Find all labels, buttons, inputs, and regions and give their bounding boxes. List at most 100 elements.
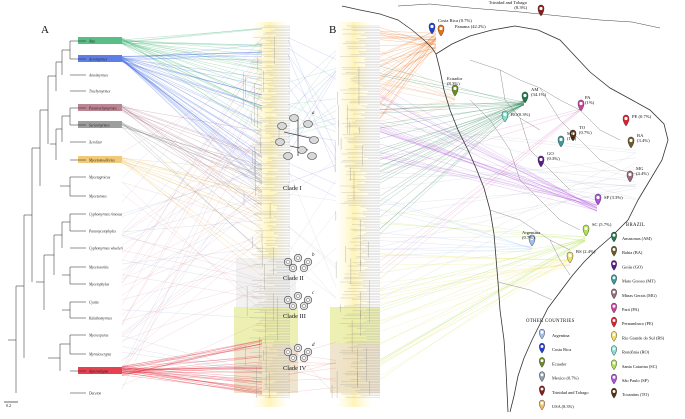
genus-label: Apterostigma (88, 370, 108, 374)
map-pin: Panama (42.2%) (437, 24, 486, 37)
map-pin-label: PE (0.7%) (632, 114, 652, 119)
legend-brazil-item: Bahia (BA) (611, 246, 643, 257)
coastline-south-america (435, 25, 669, 413)
country-border (539, 87, 601, 161)
genus-label: Mycetosoritis (88, 266, 109, 270)
map-pin: BA(3.4%) (627, 133, 650, 149)
legend-brazil-item: Goiás (GO) (611, 260, 643, 271)
genus-label: Mycetarotes (88, 195, 107, 199)
clade-iv-band-right (330, 343, 380, 393)
map-pin-label: GO(0.3%) (547, 151, 560, 161)
legend-brazil-item: Pará (PA) (611, 302, 640, 314)
map-pin-label: SC (5.7%) (592, 222, 612, 227)
map-pin-label: SP (3.3%) (604, 195, 623, 200)
map-pin: SC (5.7%) (582, 222, 612, 237)
map-pin-label: Panama (42.2%) (455, 24, 486, 29)
panel-a-label: A (41, 24, 49, 36)
genus-label: Sericomyrmex (89, 124, 110, 128)
country-border (497, 281, 553, 301)
map-pin-label: MT(1%) (567, 131, 577, 141)
genus-label: Daceton (88, 392, 101, 396)
map-pin: PE (0.7%) (622, 114, 652, 127)
map-pin-label: Trinidad and Tobago(8.3%) (489, 0, 528, 10)
genus-highlight (78, 37, 122, 44)
clade-iii-band-left (234, 307, 298, 343)
legend-item-label: Argentina (552, 333, 570, 338)
genus-label: Cyphomyrmex wheeleri (89, 247, 123, 251)
map-pin: RO(0.3%) (501, 110, 530, 123)
clade-label: Clade II (283, 275, 304, 282)
genus-label: Mycetophylax (88, 283, 110, 287)
genus-highlight (78, 121, 122, 128)
background-layer (234, 22, 380, 407)
map-pin: Ecuador(8.3%) (447, 76, 463, 97)
legend-brazil-item: Rio Grande do Sul (RS) (611, 331, 665, 342)
country-border (499, 69, 541, 131)
legend-brazil-item: Mato Grosso (MT) (611, 274, 656, 285)
genus-highlight (78, 156, 122, 163)
clade-label: Clade III (283, 313, 306, 320)
country-border (519, 179, 581, 231)
genus-label: Paratrachymyrmex (88, 107, 117, 111)
genus-label: Mycetagroicus (88, 176, 111, 180)
genus-label: Myrmicocrypta (88, 353, 111, 357)
map-pin-label: Costa Rica (0.7%) (438, 18, 472, 23)
map-pin: AM(34.1%) (521, 87, 546, 104)
legend-brazil-item: Rondônia (RO) (611, 345, 650, 356)
map-pin: MG(3.4%) (626, 166, 649, 183)
map-pin-label: RS (2.4%) (576, 249, 596, 254)
country-border (469, 99, 521, 181)
genus-label: Acromyrmex (88, 58, 108, 62)
genus-highlight (78, 55, 122, 62)
legend-brazil-item: Pernambuco (PE) (611, 317, 654, 328)
map-pin: GO(0.3%) (537, 151, 560, 168)
coastline-west (435, 53, 509, 413)
map-pin-label: Argentina(0.7%) (522, 230, 540, 240)
legend-other-title: OTHER COUNTRIES (526, 319, 575, 324)
legend-item-label: Rondônia (RO) (622, 350, 650, 355)
legend-item-label: Bahia (BA) (622, 250, 643, 255)
map-pin: RS (2.4%) (566, 249, 596, 264)
south-america-map (341, 3, 669, 413)
map-pin: MT(1%) (557, 131, 577, 148)
legend-brazil-item: Santa Catarina (SC) (611, 359, 658, 371)
map-pin: Costa Rica (0.7%) (428, 18, 472, 35)
legend-item-label: Rio Grande do Sul (RS) (622, 335, 665, 340)
legend-other-item: Costa Rica (539, 343, 571, 354)
legend-item-label: Amazonas (AM) (622, 236, 652, 241)
country-border (489, 209, 571, 251)
genus-label: Cyphomyrmex rimosus (89, 213, 123, 217)
genus-label: Paramycetophylax (88, 230, 116, 234)
legend-item-label: Mato Grosso (MT) (622, 279, 656, 284)
clade-label: Clade I (283, 185, 302, 192)
legend-item-label: São Paulo (SP) (622, 378, 649, 383)
country-border (599, 159, 641, 176)
clade-sublabel: c (312, 291, 315, 296)
map-pins: Trinidad and Tobago(8.3%) Costa Rica (0.7… (428, 0, 652, 264)
genus-highlight (78, 104, 122, 111)
genus-label: Mycetomoellerius (88, 159, 115, 163)
legend-other-item: Mexico (0.7%) (539, 371, 579, 382)
clade-sublabel: a (312, 111, 315, 116)
genus-label: Kalathomyrmex (88, 317, 112, 321)
map-pin-label: Ecuador(8.3%) (447, 76, 463, 86)
clade-sublabel: d (312, 343, 315, 348)
country-border (559, 99, 621, 141)
legend-other-item: Argentina (539, 328, 570, 340)
map-pin-label: PA(1%) (585, 95, 595, 105)
legend-brazil-item: Tocantins (TO) (611, 388, 649, 399)
map-pin: Argentina(0.7%) (522, 230, 540, 247)
country-border (549, 239, 571, 276)
genus-label: Xerolitor (88, 141, 103, 145)
panel-b-label: B (329, 24, 336, 36)
map-pin: Trinidad and Tobago(8.3%) (489, 0, 545, 17)
legend-item-label: Minas Gerais (MG) (622, 293, 657, 298)
scale-bar-label: 0.2 (6, 403, 11, 408)
map-pin-label: RO(0.3%) (511, 112, 530, 117)
legend-item-label: USA (8.3%) (552, 404, 574, 409)
